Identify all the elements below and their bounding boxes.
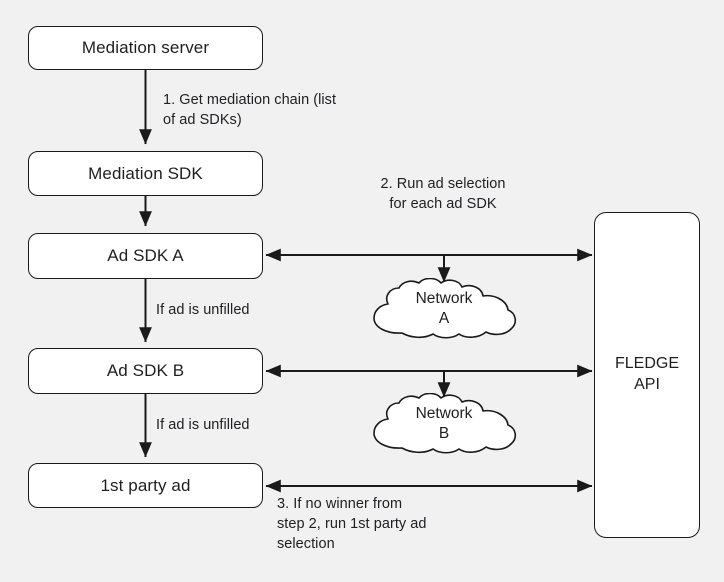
cloud-network-b[interactable]: Network B xyxy=(366,393,522,455)
node-ad-sdk-b-label: Ad SDK B xyxy=(106,361,185,381)
node-ad-sdk-a[interactable]: Ad SDK A xyxy=(28,233,263,279)
edge-label-step1: 1. Get mediation chain (list of ad SDKs) xyxy=(163,92,337,128)
node-mediation-server-label: Mediation server xyxy=(81,38,210,58)
edge-label-if-ad-unfilled-b: If ad is unfilled xyxy=(156,417,250,433)
edge-label-step3: 3. If no winner from step 2, run 1st par… xyxy=(277,496,427,552)
node-ad-sdk-a-label: Ad SDK A xyxy=(107,246,184,266)
node-fledge-api-label: FLEDGE API xyxy=(614,355,679,393)
node-first-party-ad-label: 1st party ad xyxy=(100,475,191,495)
edge-label-if-ad-unfilled-a: If ad is unfilled xyxy=(156,302,250,318)
node-mediation-sdk[interactable]: Mediation SDK xyxy=(28,151,263,196)
cloud-network-a[interactable]: Network A xyxy=(366,278,522,340)
node-mediation-server[interactable]: Mediation server xyxy=(28,26,263,70)
cloud-network-b-label: Network B xyxy=(415,404,473,442)
node-fledge-api[interactable]: FLEDGE API xyxy=(594,212,700,538)
cloud-b-shape xyxy=(373,393,517,454)
edge-label-step2: 2. Run ad selection for each ad SDK xyxy=(380,176,506,212)
node-mediation-sdk-label: Mediation SDK xyxy=(88,163,203,183)
node-ad-sdk-b[interactable]: Ad SDK B xyxy=(28,348,263,394)
node-first-party-ad[interactable]: 1st party ad xyxy=(28,463,263,508)
cloud-a-shape xyxy=(373,278,517,339)
cloud-network-a-label: Network A xyxy=(415,289,473,327)
